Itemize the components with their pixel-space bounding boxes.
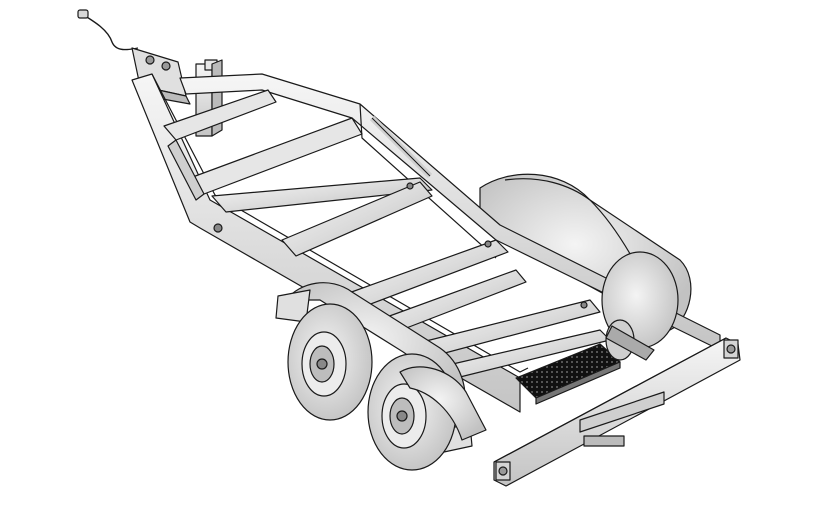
rear-bumper	[493, 337, 741, 487]
wire-plug	[77, 9, 89, 19]
right-wheels	[601, 251, 679, 361]
front-brace-3	[167, 139, 205, 201]
left-tire-front	[287, 303, 373, 421]
left-rear-fender-top	[399, 366, 487, 441]
step-plate	[515, 343, 621, 405]
front-brace-1	[163, 89, 277, 141]
coupler-wire	[81, 13, 139, 51]
frame-rail-right	[179, 73, 721, 351]
cross-members	[211, 177, 611, 379]
